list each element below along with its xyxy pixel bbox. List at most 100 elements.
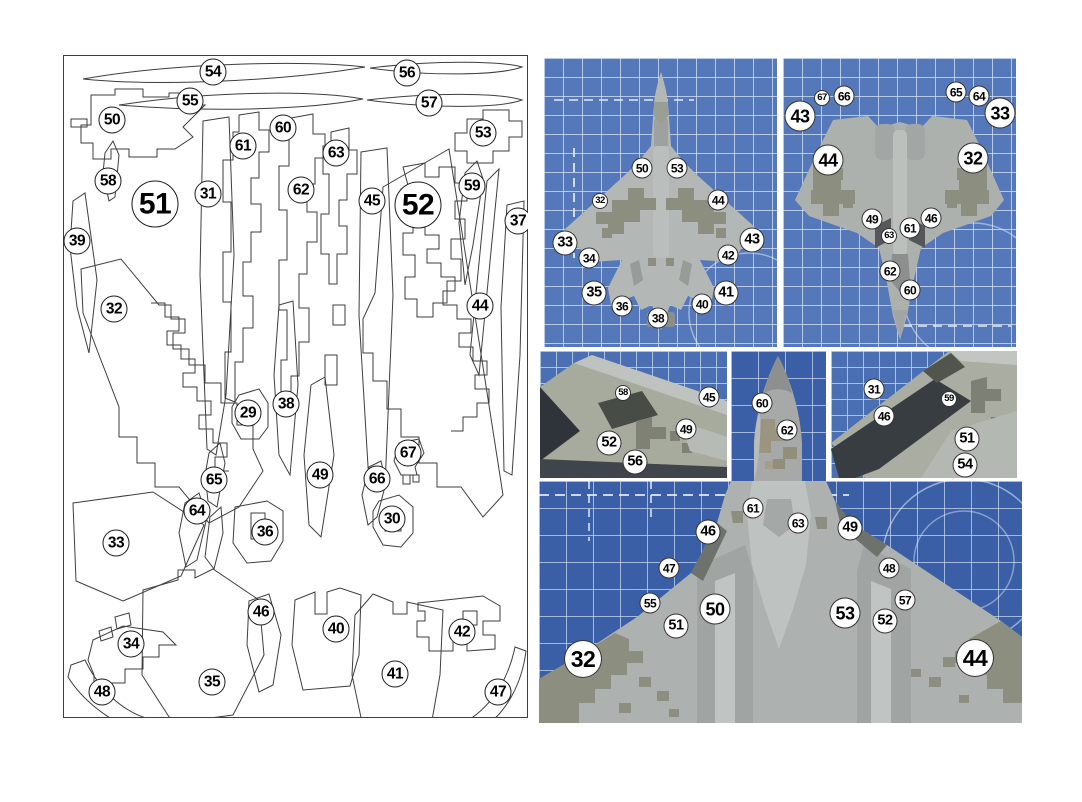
callout-56: 56	[393, 59, 421, 87]
callout-48: 48	[88, 678, 116, 706]
callout-63: 63	[881, 228, 897, 244]
callout-50: 50	[631, 157, 653, 179]
callout-39: 39	[63, 227, 91, 255]
callout-53: 53	[469, 119, 497, 147]
callout-61: 61	[229, 132, 257, 160]
callout-46: 46	[247, 598, 275, 626]
callout-35: 35	[198, 668, 226, 696]
callout-52: 52	[394, 181, 442, 229]
callout-57: 57	[894, 589, 916, 611]
callout-67: 67	[814, 90, 830, 106]
callout-49: 49	[837, 515, 863, 541]
callout-48: 48	[878, 557, 900, 579]
callout-67: 67	[394, 439, 422, 467]
callout-66: 66	[363, 465, 391, 493]
callout-59: 59	[941, 391, 957, 407]
callout-63: 63	[322, 139, 350, 167]
callout-45: 45	[698, 386, 720, 408]
callout-62: 62	[287, 176, 315, 204]
callout-51: 51	[663, 613, 689, 639]
callout-60: 60	[751, 392, 773, 414]
callout-46: 46	[873, 405, 895, 427]
callout-58: 58	[615, 385, 631, 401]
callout-56: 56	[622, 449, 648, 475]
nose-cone-illustration	[754, 356, 802, 482]
callout-54: 54	[952, 452, 978, 478]
callout-32: 32	[592, 193, 608, 209]
callout-60: 60	[269, 114, 297, 142]
callout-53: 53	[829, 597, 861, 629]
callout-41: 41	[381, 660, 409, 688]
callout-66: 66	[833, 85, 855, 107]
callout-59: 59	[458, 172, 486, 200]
forward-fuselage-illustration	[539, 481, 1022, 723]
callout-40: 40	[691, 293, 713, 315]
callout-31: 31	[194, 180, 222, 208]
jet-top-view-illustration	[554, 72, 777, 347]
callout-47: 47	[484, 678, 512, 706]
callout-53: 53	[666, 157, 688, 179]
callout-60: 60	[899, 279, 921, 301]
callout-44: 44	[812, 144, 844, 176]
callout-65: 65	[200, 466, 228, 494]
callout-44: 44	[707, 189, 729, 211]
callout-44: 44	[466, 292, 494, 320]
callout-43: 43	[784, 100, 816, 132]
callout-46: 46	[695, 519, 721, 545]
callout-61: 61	[899, 217, 921, 239]
callout-63: 63	[787, 512, 809, 534]
callout-49: 49	[861, 208, 883, 230]
callout-55: 55	[639, 592, 661, 614]
callout-30: 30	[378, 505, 406, 533]
callout-47: 47	[658, 557, 680, 579]
callout-38: 38	[272, 390, 300, 418]
callout-50: 50	[98, 106, 126, 134]
callout-29: 29	[234, 399, 262, 427]
callout-42: 42	[717, 244, 739, 266]
callout-49: 49	[675, 418, 697, 440]
callout-38: 38	[647, 307, 669, 329]
callout-57: 57	[415, 89, 443, 117]
callout-33: 33	[102, 529, 130, 557]
callout-40: 40	[322, 615, 350, 643]
callout-62: 62	[776, 419, 798, 441]
callout-31: 31	[863, 378, 885, 400]
spine-closeup-illustration	[831, 351, 1017, 478]
callout-33: 33	[984, 97, 1016, 129]
callout-64: 64	[968, 85, 990, 107]
callout-41: 41	[713, 280, 739, 306]
callout-51: 51	[131, 180, 179, 228]
callout-51: 51	[954, 426, 980, 452]
callout-50: 50	[699, 593, 731, 625]
callout-58: 58	[94, 167, 122, 195]
callout-49: 49	[306, 461, 334, 489]
callout-35: 35	[581, 280, 607, 306]
callout-32: 32	[957, 142, 989, 174]
callout-32: 32	[100, 295, 128, 323]
callout-44: 44	[956, 639, 994, 677]
callout-43: 43	[739, 227, 765, 253]
callout-64: 64	[183, 497, 211, 525]
fuselage-closeup-illustration	[540, 355, 727, 478]
callout-37: 37	[504, 207, 528, 235]
callout-52: 52	[596, 430, 622, 456]
callout-52: 52	[872, 608, 898, 634]
callout-42: 42	[448, 618, 476, 646]
callout-34: 34	[578, 247, 600, 269]
callout-65: 65	[945, 81, 967, 103]
callout-62: 62	[879, 260, 901, 282]
callout-33: 33	[552, 230, 578, 256]
callout-36: 36	[611, 295, 633, 317]
callout-46: 46	[920, 207, 942, 229]
callout-55: 55	[176, 87, 204, 115]
callout-32: 32	[564, 640, 602, 678]
callout-54: 54	[199, 58, 227, 86]
